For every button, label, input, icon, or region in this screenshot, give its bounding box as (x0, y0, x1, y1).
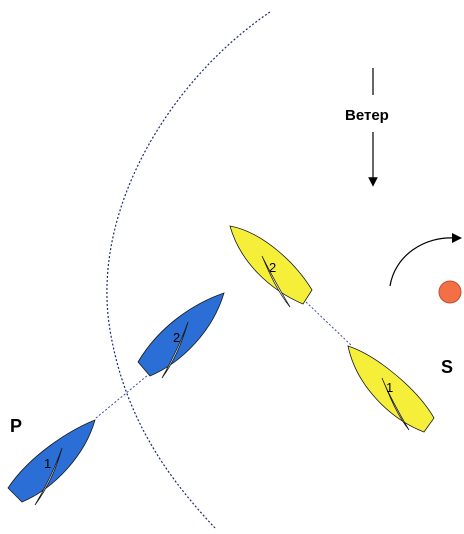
wind-indicator: Ветер (345, 68, 389, 187)
label-p: P (10, 416, 22, 436)
boat-number: 1 (44, 456, 51, 471)
label-s: S (441, 357, 453, 377)
boat-sail-icon (381, 377, 410, 431)
boat-hull (347, 345, 435, 433)
boat-hull (7, 419, 96, 503)
rounding-arrow-icon (389, 237, 456, 287)
boat-hull (137, 292, 225, 377)
yellow-link-line (305, 301, 353, 347)
boat-number: 2 (173, 330, 180, 345)
boat-sail-icon (161, 321, 189, 379)
boat-sail-icon (34, 447, 63, 506)
boat-sail-icon (261, 255, 291, 308)
mark-buoy (438, 280, 462, 304)
blue-link-line (95, 374, 149, 419)
boat-number: 2 (269, 260, 276, 275)
boat-blue-2: 2 (137, 292, 225, 379)
boat-blue-1: 1 (7, 419, 96, 506)
boat-hull (229, 225, 313, 305)
zone-circle-arc (106, 11, 271, 529)
wind-label: Ветер (345, 107, 389, 124)
rounding-arrowhead-icon (452, 233, 462, 243)
boat-yellow-1: 1 (347, 345, 435, 433)
boat-yellow-2: 2 (229, 225, 313, 308)
boat-number: 1 (386, 380, 393, 395)
